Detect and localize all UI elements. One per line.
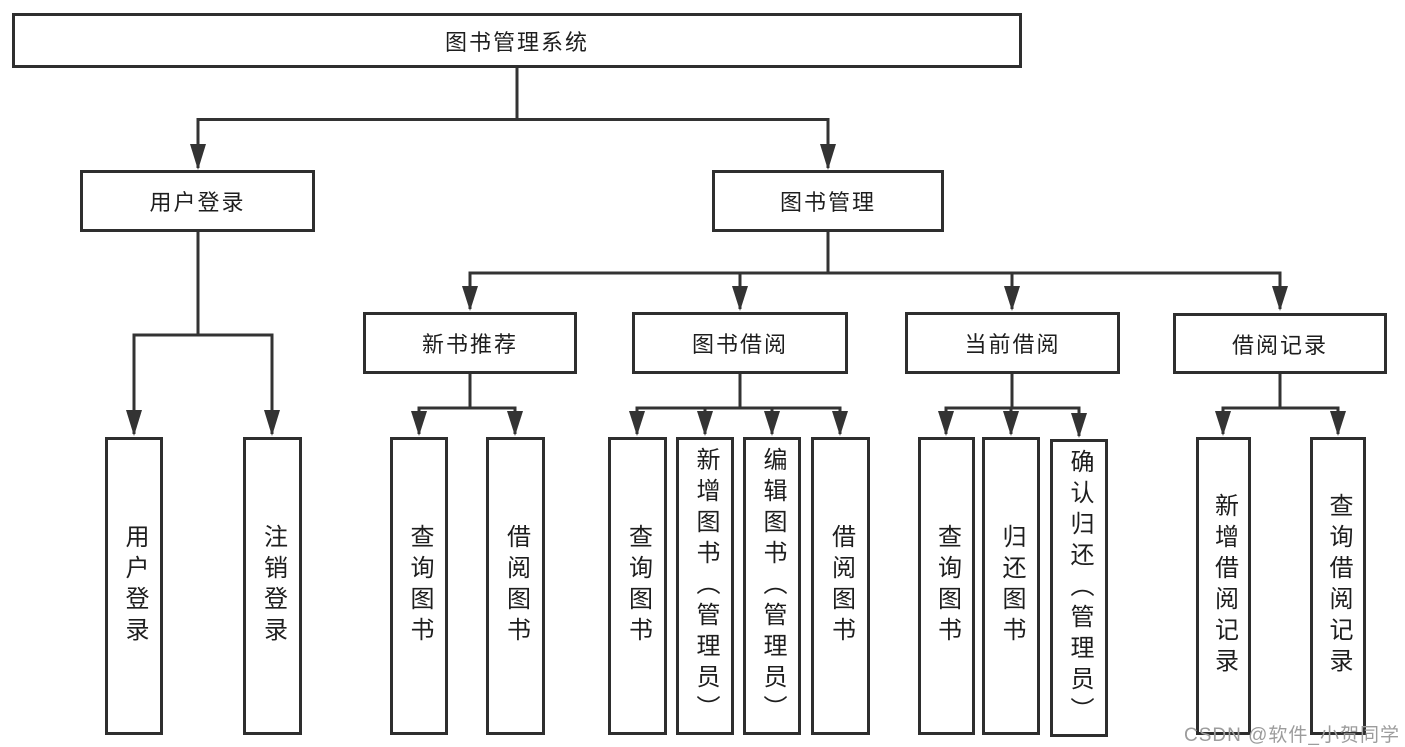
node-book-management: 图书管理 xyxy=(712,170,944,232)
leaf-query-books-current: 查询图书 xyxy=(918,437,975,735)
leaf-borrow-books-label: 借阅图书 xyxy=(827,524,855,648)
node-user-login: 用户登录 xyxy=(80,170,315,232)
node-book-management-label: 图书管理 xyxy=(779,190,876,215)
leaf-edit-book-admin: 编辑图书（管理员） xyxy=(743,437,801,735)
leaf-borrow-books: 借阅图书 xyxy=(811,437,870,735)
leaf-borrow-books-recommend: 借阅图书 xyxy=(486,437,545,735)
leaf-return-books: 归还图书 xyxy=(982,437,1040,735)
leaf-add-borrow-record: 新增借阅记录 xyxy=(1196,437,1251,735)
node-book-borrow: 图书借阅 xyxy=(632,312,848,374)
node-book-borrow-label: 图书借阅 xyxy=(691,332,788,357)
node-user-login-label: 用户登录 xyxy=(149,190,246,215)
leaf-query-borrow-record: 查询借阅记录 xyxy=(1310,437,1366,735)
leaf-borrow-books-recommend-label: 借阅图书 xyxy=(502,524,530,648)
leaf-query-books-borrow-label: 查询图书 xyxy=(624,524,652,648)
leaf-edit-book-admin-label: 编辑图书（管理员） xyxy=(759,446,786,726)
node-current-borrow: 当前借阅 xyxy=(905,312,1120,374)
leaf-user-login-label: 用户登录 xyxy=(121,524,148,648)
leaf-query-books-borrow: 查询图书 xyxy=(608,437,667,735)
leaf-query-books-recommend: 查询图书 xyxy=(390,437,448,735)
node-borrow-records: 借阅记录 xyxy=(1173,313,1387,374)
node-borrow-records-label: 借阅记录 xyxy=(1231,332,1328,358)
csdn-watermark: CSDN @软件_小贺同学 xyxy=(1184,725,1400,746)
leaf-user-login: 用户登录 xyxy=(105,437,163,735)
leaf-logout: 注销登录 xyxy=(243,437,302,735)
node-root-system: 图书管理系统 xyxy=(12,13,1022,68)
leaf-query-books-recommend-label: 查询图书 xyxy=(406,524,433,648)
node-root-system-label: 图书管理系统 xyxy=(444,29,589,55)
node-new-book-recommend: 新书推荐 xyxy=(363,312,577,374)
leaf-query-books-current-label: 查询图书 xyxy=(933,524,961,648)
leaf-query-borrow-record-label: 查询借阅记录 xyxy=(1325,493,1352,679)
leaf-logout-label: 注销登录 xyxy=(259,524,287,648)
leaf-add-book-admin-label: 新增图书（管理员） xyxy=(692,446,719,726)
leaf-confirm-return-admin-label: 确认归还（管理员） xyxy=(1066,448,1093,728)
leaf-add-borrow-record-label: 新增借阅记录 xyxy=(1210,493,1238,679)
leaf-return-books-label: 归还图书 xyxy=(998,524,1025,648)
node-current-borrow-label: 当前借阅 xyxy=(964,332,1061,357)
leaf-confirm-return-admin: 确认归还（管理员） xyxy=(1050,439,1108,737)
leaf-add-book-admin: 新增图书（管理员） xyxy=(676,437,734,735)
node-new-book-recommend-label: 新书推荐 xyxy=(421,332,518,357)
